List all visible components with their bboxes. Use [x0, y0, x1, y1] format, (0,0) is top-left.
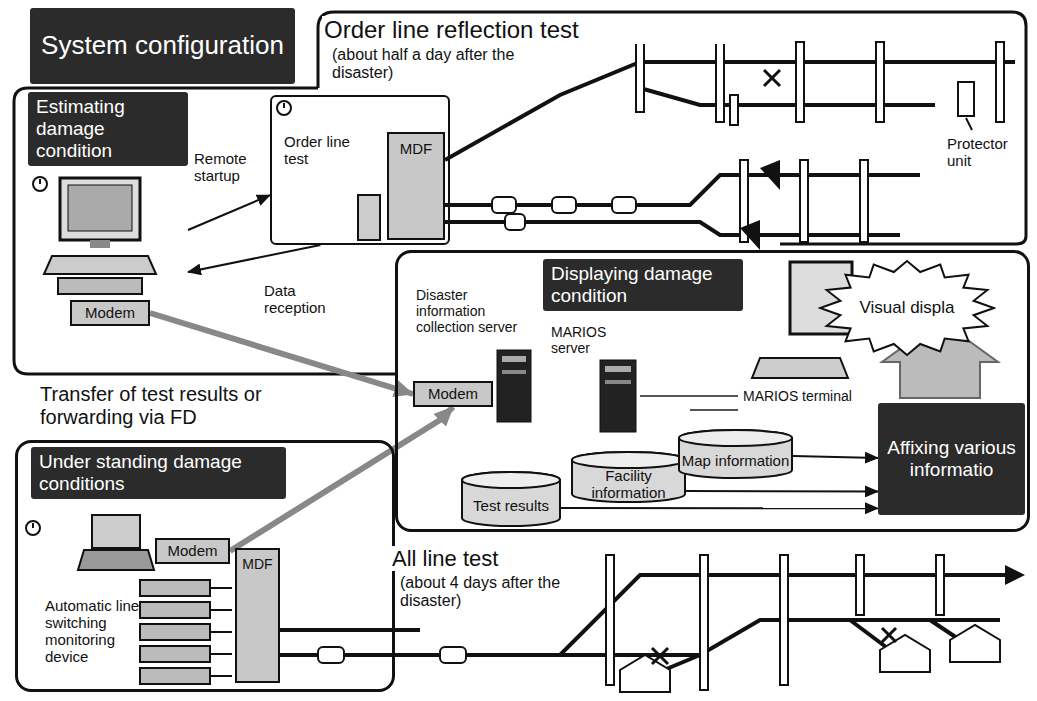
note-label: Order line reflection test — [322, 16, 742, 44]
node-text: MARIOS terminal — [743, 388, 852, 404]
region-panel: Under standing damage conditionsModemAut… — [15, 440, 395, 692]
title-box: System configuration — [30, 8, 295, 84]
info-box: Affixing various informatio — [878, 403, 1025, 515]
cylinder-body — [572, 452, 685, 502]
connector-arrow — [793, 456, 878, 458]
connector-arrow — [150, 313, 413, 394]
node-text: Automatic line switching monitoring devi… — [45, 597, 140, 666]
node-text: Modem — [167, 542, 217, 559]
test-unit-box: Order line test MDF — [270, 95, 450, 245]
node-text: Test results — [473, 497, 549, 514]
edge-label: Remote startup — [192, 150, 264, 185]
region-panel: Displaying damage conditionDisaster info… — [395, 250, 1030, 532]
burst-shape — [820, 261, 994, 355]
server-label: Disaster information collection server — [416, 273, 538, 349]
terminal-label: MARIOS terminal — [743, 385, 868, 407]
device-label: Automatic line switching monitoring devi… — [45, 581, 140, 681]
database-cylinder: Map information — [678, 429, 793, 479]
database-cylinder: Facility information — [571, 451, 686, 503]
edge-label: Data reception — [262, 282, 342, 317]
node-text: MDF — [400, 140, 433, 157]
connector-arrow — [686, 490, 878, 493]
node-text: Under standing damage conditions — [31, 447, 286, 499]
connector-arrow — [561, 507, 878, 509]
connector-arrow — [188, 245, 320, 272]
node-text: MDF — [242, 556, 272, 572]
note-label: Transfer of test results or forwarding v… — [38, 383, 313, 429]
database-cylinder: Test results — [461, 471, 561, 527]
note-label: (about half a day after the disaster) — [330, 46, 542, 83]
modem-box: Modem — [155, 538, 230, 564]
node-text: Affixing various informatio — [886, 437, 1017, 481]
node-text: Facility information — [571, 467, 686, 502]
region-panel: Estimating damage conditionModem — [28, 92, 188, 332]
node-text: Modem — [428, 385, 478, 402]
node-text: Modem — [85, 304, 135, 321]
mdf-box: MDF — [387, 132, 445, 240]
connector-arrow — [188, 195, 270, 230]
cylinder-top — [679, 430, 792, 446]
mdf-box: MDF — [235, 548, 280, 683]
node-text: Estimating damage condition — [28, 92, 188, 166]
node-text: Order line test — [284, 133, 362, 168]
node-text: Map information — [682, 452, 790, 469]
cylinder-body — [679, 430, 792, 478]
note-label: (about 4 days after the disaster) — [398, 574, 570, 611]
modem-box: Modem — [70, 300, 150, 326]
note-label: All line test — [390, 546, 590, 571]
node-text: System configuration — [41, 31, 284, 61]
modem-box: Modem — [413, 381, 493, 407]
node-text: Displaying damage condition — [543, 259, 743, 311]
node-text: Visual displa — [859, 298, 954, 318]
node-text: Disaster information collection server — [416, 287, 538, 335]
cylinder-top — [572, 452, 685, 468]
note-label: Protector unit — [945, 135, 1019, 170]
display-burst: Visual displa — [818, 259, 996, 357]
cylinder-top — [462, 472, 560, 488]
server-label: MARIOS server — [551, 321, 643, 359]
cylinder-body — [462, 472, 560, 526]
node-text: MARIOS server — [551, 324, 643, 356]
